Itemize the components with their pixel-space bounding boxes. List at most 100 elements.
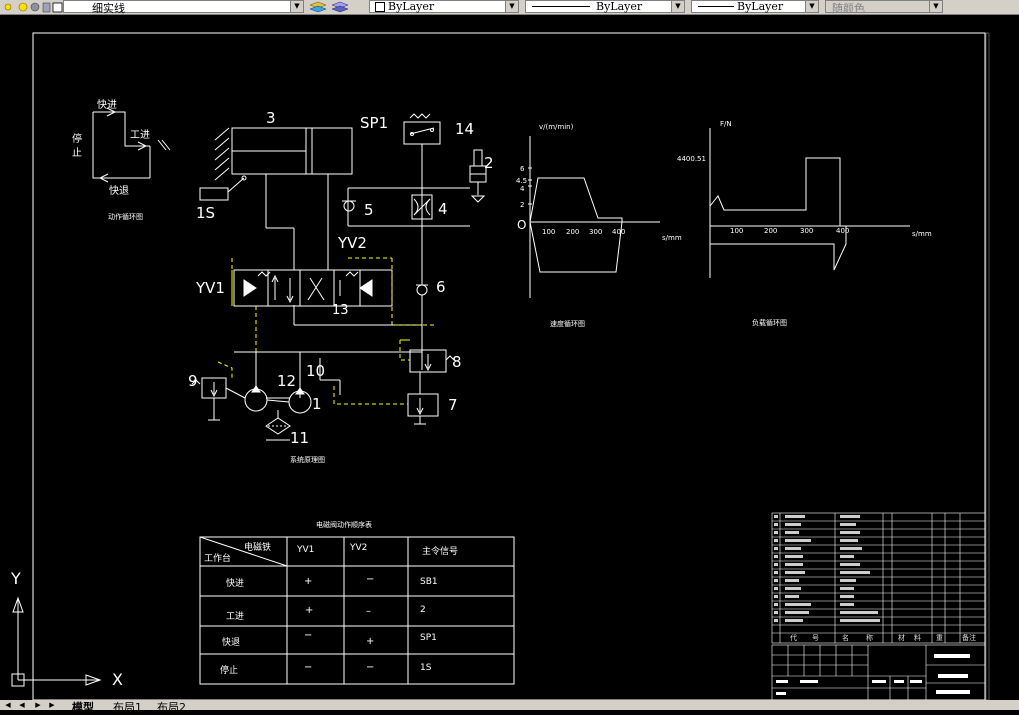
velocity-ytick-2: 2: [520, 201, 524, 209]
color-combo[interactable]: ByLayer ▼: [369, 0, 519, 13]
tab-layout1[interactable]: 布局1: [113, 701, 142, 714]
tab-model[interactable]: 模型: [72, 701, 94, 714]
table-row-yv2: −: [366, 574, 374, 585]
label-13: 13: [332, 303, 349, 318]
lineweight-combo[interactable]: ByLayer ▼: [691, 0, 819, 13]
limit-switch-1s: [199, 187, 229, 201]
layer-icons-svg: [4, 2, 63, 13]
parts-list-text: [774, 515, 880, 622]
layer-combo[interactable]: 细实线 ▼: [63, 0, 304, 15]
tab-next-icon[interactable]: ▶: [35, 701, 41, 709]
velocity-origin: O: [517, 218, 526, 232]
layout-tab-bar: ◀ ◀ ▶ ▶ 模型 布局1 布局2: [0, 700, 1019, 714]
table-row-yv1: +: [304, 576, 312, 587]
title-block-text: [776, 654, 970, 695]
table-row-yv1: +: [305, 605, 313, 616]
model-space-canvas[interactable]: 快进 工进 停 止 快退 动作循环图: [0, 15, 1019, 700]
freeze-icon[interactable]: [30, 2, 40, 12]
caption-load: 负载循环图: [752, 318, 787, 327]
table-row-yv2: –: [366, 606, 371, 617]
tab-layout2[interactable]: 布局2: [157, 701, 186, 714]
table-row-yv1: −: [304, 630, 312, 641]
tab-first-icon[interactable]: ◀: [5, 701, 11, 709]
return-path: [92, 112, 150, 179]
ucs-icon: [11, 596, 102, 687]
table-row-step: 快退: [222, 636, 240, 648]
linetype-preview: [532, 6, 590, 7]
linetype-combo[interactable]: ByLayer ▼: [525, 0, 685, 13]
layer-tools[interactable]: [308, 1, 349, 13]
lock-icon[interactable]: [42, 2, 51, 13]
velocity-xtick-300: 300: [589, 228, 602, 236]
layer-state-icons[interactable]: [3, 1, 63, 13]
solenoid-yv1-icon: [243, 279, 257, 297]
table-col-yv2: YV2: [349, 543, 367, 553]
table-row-signal: 2: [420, 605, 426, 615]
ucs-x-label: X: [112, 670, 123, 689]
lineweight-combo-value: ByLayer: [737, 0, 784, 13]
table-row-signal: 1S: [420, 663, 432, 673]
layer-name: 细实线: [92, 2, 125, 15]
chevron-down-icon[interactable]: ▼: [929, 1, 942, 12]
arrow-icon: [137, 141, 148, 151]
color-swatch-icon: [375, 2, 385, 12]
hydraulic-schematic: [191, 113, 487, 441]
arrow-icon: [106, 107, 117, 117]
table-row-signal: SB1: [420, 577, 438, 587]
solenoid-yv2-icon: [359, 279, 373, 297]
load-xtick-400: 400: [836, 227, 849, 235]
table-row-yv2: −: [366, 662, 374, 673]
back-pressure-valve-7: [407, 393, 439, 417]
table-row-step: 工进: [226, 611, 244, 622]
label-11: 11: [290, 429, 309, 447]
velocity-ytick-4.5: 4.5: [516, 177, 527, 185]
parts-header: 名: [842, 633, 849, 642]
plotstyle-combo-value: 随颜色: [832, 2, 865, 15]
label-1s: 1S: [196, 204, 215, 222]
label-1: 1: [312, 395, 322, 413]
load-chart: [709, 128, 910, 278]
forward-path: [93, 111, 150, 147]
velocity-ytick-6: 6: [520, 165, 525, 173]
chevron-down-icon[interactable]: ▼: [671, 1, 684, 12]
parts-header: 料: [914, 633, 921, 642]
velocity-return-curve: [529, 221, 623, 273]
tab-prev-icon[interactable]: ◀: [19, 701, 25, 709]
label-fast-return: 快退: [109, 185, 129, 197]
velocity-xtick-400: 400: [612, 228, 625, 236]
table-row-step: 停止: [220, 664, 238, 676]
table-col-yv1: YV1: [296, 545, 314, 555]
label-yv1: YV1: [195, 279, 225, 297]
label-stop-2: 止: [72, 147, 82, 159]
velocity-ylabel: v/(m/min): [539, 123, 574, 131]
table-row-yv1: −: [304, 662, 312, 673]
properties-toolbar: 细实线 ▼ ByLayer ▼ ByLayer ▼ ByLayer ▼ 随颜色 …: [0, 0, 1019, 15]
label-sp1: SP1: [360, 114, 388, 132]
color-combo-value: ByLayer: [388, 0, 435, 13]
layer-tools-svg: [309, 1, 349, 13]
table-row-step: 快进: [226, 577, 244, 589]
label-8: 8: [452, 353, 462, 371]
plotstyle-combo[interactable]: 随颜色 ▼: [825, 0, 943, 15]
frame-edge: [985, 32, 990, 700]
chevron-down-icon[interactable]: ▼: [290, 1, 303, 12]
title-block: [771, 644, 986, 700]
sun-icon[interactable]: [18, 2, 28, 12]
chevron-down-icon[interactable]: ▼: [805, 1, 818, 12]
label-14: 14: [455, 120, 474, 138]
parts-header: 重: [936, 634, 943, 642]
table-header-solenoid: 电磁铁: [244, 541, 271, 553]
load-xtick-300: 300: [800, 227, 813, 235]
color-swatch-icon[interactable]: [52, 2, 63, 13]
parts-header: 号: [812, 634, 819, 642]
pressure-switch-sp1: [403, 121, 441, 145]
label-fast-forward: 快进: [97, 99, 117, 111]
action-cycle-diagram: [92, 107, 171, 183]
label-12: 12: [277, 372, 296, 390]
label-4: 4: [438, 200, 448, 218]
lightbulb-icon[interactable]: [4, 3, 12, 11]
chevron-down-icon[interactable]: ▼: [505, 1, 518, 12]
linetype-combo-value: ByLayer: [596, 0, 643, 13]
tab-last-icon[interactable]: ▶: [49, 701, 55, 709]
label-yv2: YV2: [337, 234, 367, 252]
